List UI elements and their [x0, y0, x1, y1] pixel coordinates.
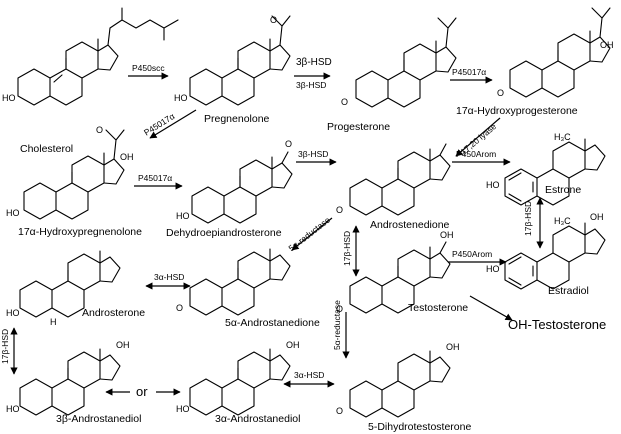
- dhea-o: O: [285, 139, 292, 149]
- androstenedione-o: O: [336, 205, 343, 215]
- estradiol-structure: [504, 222, 606, 290]
- enzyme-5a-reductase-2: 5α-reductase: [332, 300, 342, 350]
- oh-progesterone-oh: OH: [600, 40, 614, 50]
- androstanedione-o: O: [176, 303, 183, 313]
- dht-o: O: [336, 406, 343, 416]
- enzyme-17b-hsd-mid: 17β-HSD: [342, 231, 352, 266]
- label-dhea: Dehydroepiandrosterone: [166, 227, 282, 239]
- enzyme-3a-hsd-2: 3α-HSD: [294, 370, 324, 380]
- enzyme-3a-hsd-1: 3α-HSD: [154, 272, 184, 282]
- dht-oh: OH: [446, 342, 460, 352]
- enzyme-3b-hsd-top: 3β-HSD: [296, 57, 332, 68]
- label-dht: 5-Dihydrotestosterone: [368, 421, 471, 433]
- estradiol-oh: OH: [590, 212, 604, 222]
- a-androstanediol-structure: [189, 348, 291, 416]
- cholesterol-structure: [17, 7, 179, 106]
- a-androstanediol-oh: OH: [286, 340, 300, 350]
- enzyme-p450arom-2: P450Arom: [452, 249, 492, 259]
- dhea-structure: [191, 151, 293, 224]
- label-testosterone: Testosterone: [408, 302, 468, 314]
- b-androstanediol-oh: OH: [116, 340, 130, 350]
- a-androstanediol-ho: HO: [176, 404, 190, 414]
- estrone-ho: HO: [486, 180, 500, 190]
- estrone-h3c: H₃C: [554, 132, 571, 142]
- label-oh-progesterone: 17α-Hydroxyprogesterone: [456, 105, 578, 117]
- enzyme-3b-hsd-mid: 3β-HSD: [298, 149, 328, 159]
- enzyme-p45017a-left: P45017α: [142, 111, 176, 138]
- label-estradiol: Estradiol: [548, 285, 589, 297]
- oh-progesterone-o: O: [497, 88, 504, 98]
- arrow-oh-testosterone: [469, 295, 513, 321]
- progesterone-structure: [355, 17, 457, 108]
- b-androstanediol-ho: HO: [6, 404, 20, 414]
- label-androstanedione: 5α-Androstanedione: [225, 317, 320, 329]
- label-b-androstanediol: 3β-Androstanediol: [56, 413, 141, 425]
- progesterone-o: O: [341, 97, 348, 107]
- pregnenolone-structure: [189, 15, 291, 106]
- androstanedione-structure: [189, 248, 291, 316]
- enzyme-17b-hsd-right: 17β-HSD: [523, 201, 533, 236]
- oh-progesterone-structure: [509, 7, 611, 98]
- enzyme-5a-reductase-1: 5α-reductase: [287, 215, 333, 254]
- pregnenolone-o: O: [270, 15, 277, 25]
- enzyme-p450arom-1: P450Arom: [456, 149, 496, 159]
- testosterone-structure: [349, 241, 451, 314]
- estradiol-h3c: H₃C: [554, 216, 571, 226]
- label-or: or: [136, 384, 148, 399]
- label-oh-pregnenolone: 17α-Hydroxypregnenolone: [18, 226, 142, 238]
- dht-structure: [349, 350, 451, 418]
- label-androstenedione: Androstenedione: [370, 219, 450, 231]
- label-oh-testosterone: OH-Testosterone: [508, 317, 606, 332]
- arrow-5a-reductase-1: [291, 217, 333, 251]
- label-estrone: Estrone: [545, 184, 581, 196]
- androstenedione-structure: [349, 143, 451, 216]
- oh-pregnenolone-o: O: [96, 125, 103, 135]
- testosterone-oh: OH: [440, 230, 454, 240]
- label-progesterone: Progesterone: [327, 121, 390, 133]
- cholesterol-ho: HO: [2, 93, 16, 103]
- enzyme-p450scc: P450scc: [132, 63, 165, 73]
- arrow-lyase: [455, 117, 501, 157]
- arrow-p45017a-left: [149, 109, 197, 139]
- label-pregnenolone: Pregnenolone: [204, 113, 270, 125]
- label-a-androstanediol: 3α-Androstanediol: [215, 413, 300, 425]
- oh-pregnenolone-structure: [23, 129, 125, 220]
- enzyme-17b-hsd-left: 17β-HSD: [0, 329, 10, 364]
- b-androstanediol-structure: [19, 348, 121, 416]
- enzyme-p45017a-top: P45017α: [452, 67, 486, 77]
- enzyme-3b-hsd-bottom: 3β-HSD: [296, 80, 326, 90]
- enzyme-p45017a-mid: P45017α: [138, 173, 172, 183]
- pregnenolone-ho: HO: [174, 93, 188, 103]
- oh-pregnenolone-ho: HO: [6, 208, 20, 218]
- androsterone-h: H: [50, 317, 57, 327]
- dhea-ho: HO: [176, 211, 190, 221]
- androsterone-ho: HO: [6, 308, 20, 318]
- estradiol-ho: HO: [486, 264, 500, 274]
- oh-pregnenolone-oh: OH: [120, 152, 134, 162]
- label-cholesterol: Cholesterol: [20, 143, 73, 155]
- label-androsterone: Androsterone: [82, 307, 145, 319]
- testosterone-o: O: [336, 304, 343, 314]
